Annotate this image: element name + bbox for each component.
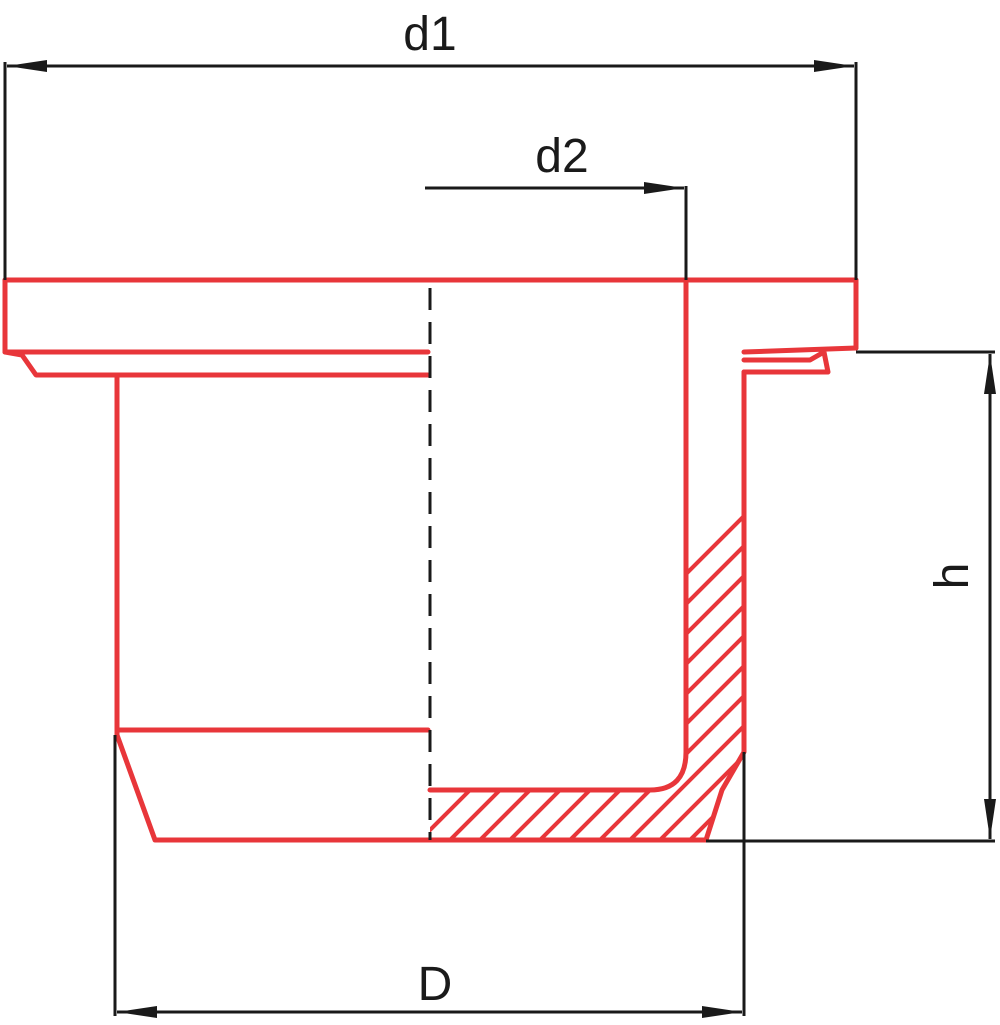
dimension-h: h xyxy=(706,350,996,843)
hatch-line xyxy=(430,280,856,840)
dimension-d1: d1 xyxy=(3,8,858,280)
hatch-line xyxy=(950,200,1000,1000)
hatch-line xyxy=(430,280,856,840)
hatch-line xyxy=(618,280,856,840)
dimension-D: D xyxy=(113,735,746,1018)
d2-label: d2 xyxy=(535,130,588,183)
hatch-line xyxy=(920,200,1000,1000)
hatch-line xyxy=(648,280,856,840)
hatch-line xyxy=(678,280,856,840)
flange-groove-right xyxy=(741,345,859,375)
hatch-line xyxy=(558,280,856,840)
hatch-line xyxy=(798,280,856,840)
inner-bore-right xyxy=(427,277,689,793)
hatch-line xyxy=(528,280,856,840)
h-label: h xyxy=(926,563,979,590)
hatch-line xyxy=(860,200,1000,1000)
hatch-line xyxy=(768,280,856,840)
section-hatching xyxy=(430,200,1000,1000)
hatch-line xyxy=(588,280,856,840)
hatch-line xyxy=(498,280,856,840)
outer-wall-right xyxy=(703,369,747,843)
hatch-line xyxy=(430,280,856,840)
hatch-line xyxy=(430,280,856,840)
hatch-line xyxy=(890,200,1000,1000)
hatch-line xyxy=(430,280,856,840)
part-outline xyxy=(2,277,859,843)
hatch-line xyxy=(468,280,856,840)
flange-groove-left xyxy=(2,349,431,378)
body-left-taper xyxy=(114,732,709,843)
dimension-d2: d2 xyxy=(425,130,688,280)
hatch-line xyxy=(738,280,856,840)
d1-label: d1 xyxy=(403,8,456,61)
D-label: D xyxy=(418,958,453,1011)
